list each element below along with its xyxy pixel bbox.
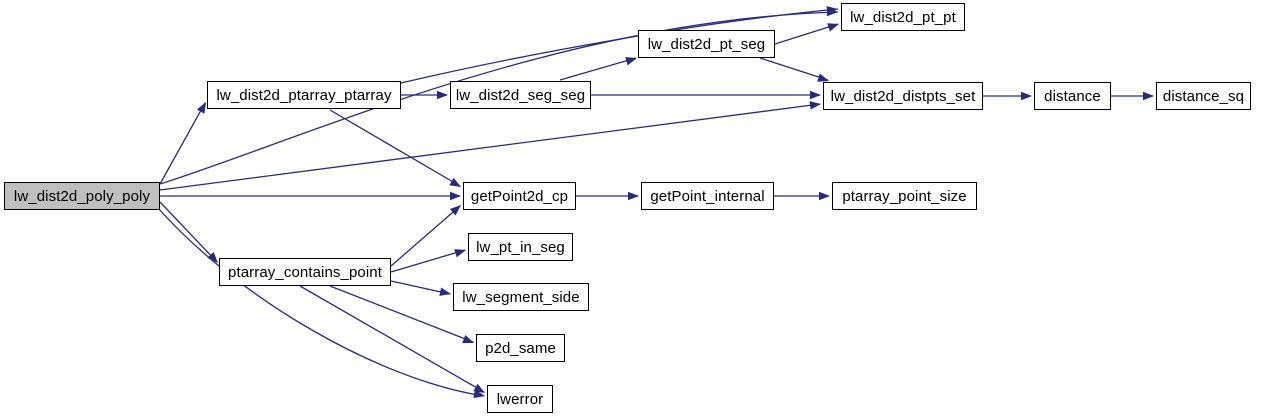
edge-ptarray_contains_point-to-getPoint2d_cp [390, 205, 461, 267]
edge-ptarray_contains_point-to-lwerror [299, 285, 485, 393]
graph-node-lw_dist2d_pt_seg[interactable]: lw_dist2d_pt_seg [638, 30, 775, 58]
arrow-head [809, 101, 821, 110]
arrow-head [827, 23, 839, 32]
node-label: lw_segment_side [462, 288, 580, 306]
graph-node-lw_dist2d_distpts_set[interactable]: lw_dist2d_distpts_set [823, 82, 983, 110]
edge-lw_dist2d_seg_seg-to-lw_dist2d_pt_seg [559, 57, 637, 81]
node-label: ptarray_point_size [842, 187, 967, 205]
edge-lw_dist2d_seg_seg-to-lw_dist2d_distpts_set [591, 90, 821, 100]
edge-lw_dist2d_pt_seg-to-lw_dist2d_pt_pt [774, 23, 839, 45]
arrow-head [1021, 91, 1032, 101]
arrow-head [819, 191, 830, 201]
arrow-head [449, 205, 461, 216]
graph-node-lwerror[interactable]: lwerror [487, 385, 553, 413]
node-label: lw_dist2d_ptarray_ptarray [216, 86, 392, 104]
node-label: lw_dist2d_distpts_set [830, 87, 976, 105]
arrow-head [449, 177, 461, 187]
edge-ptarray_contains_point-to-p2d_same [329, 285, 474, 344]
arrow-head [810, 90, 821, 100]
node-label: lw_dist2d_pt_pt [850, 8, 956, 26]
node-label: getPoint2d_cp [470, 187, 569, 205]
graph-node-lw_dist2d_poly_poly[interactable]: lw_dist2d_poly_poly [4, 182, 160, 210]
edge-distance-to-distance_sq [1111, 91, 1154, 101]
arrow-head [817, 73, 829, 82]
arrow-head [207, 252, 218, 263]
arrow-head [454, 249, 466, 258]
node-label: distance [1044, 87, 1101, 105]
node-label: lw_dist2d_poly_poly [13, 187, 151, 205]
node-label: ptarray_contains_point [228, 263, 382, 281]
graph-node-getPoint2d_cp[interactable]: getPoint2d_cp [463, 182, 576, 210]
edge-lw_dist2d_poly_poly-to-lwerror [157, 207, 485, 399]
graph-node-lw_dist2d_seg_seg[interactable]: lw_dist2d_seg_seg [450, 81, 591, 109]
arrow-head [826, 6, 838, 15]
node-label: distance_sq [1162, 87, 1245, 105]
graph-node-lw_dist2d_ptarray_ptarray[interactable]: lw_dist2d_ptarray_ptarray [207, 81, 401, 109]
edge-getPoint_internal-to-ptarray_point_size [774, 191, 830, 201]
node-label: getPoint_internal [650, 187, 765, 205]
edge-ptarray_contains_point-to-lw_pt_in_seg [390, 249, 466, 273]
arrow-head [625, 57, 637, 66]
edge-lw_dist2d_pt_seg-to-lw_dist2d_distpts_set [759, 57, 829, 82]
arrow-head [473, 383, 485, 393]
edge-getPoint2d_cp-to-getPoint_internal [576, 191, 639, 201]
arrow-head [628, 191, 639, 201]
node-label: lw_dist2d_pt_seg [647, 35, 766, 53]
graph-node-getPoint_internal[interactable]: getPoint_internal [641, 182, 774, 210]
arrow-head [439, 287, 451, 296]
arrow-head [196, 102, 206, 114]
graph-node-distance[interactable]: distance [1034, 82, 1111, 110]
edge-ptarray_contains_point-to-lw_segment_side [390, 280, 451, 296]
arrow-head [462, 335, 474, 344]
edge-lw_dist2d_ptarray_ptarray-to-getPoint2d_cp [329, 109, 461, 187]
graph-node-lw_segment_side[interactable]: lw_segment_side [453, 283, 589, 311]
graph-node-distance_sq[interactable]: distance_sq [1156, 82, 1251, 110]
graph-node-p2d_same[interactable]: p2d_same [476, 334, 565, 362]
node-label: lw_dist2d_seg_seg [455, 86, 586, 104]
arrow-head [1143, 91, 1154, 101]
edge-lw_dist2d_poly_poly-to-lw_dist2d_ptarray_ptarray [159, 102, 206, 185]
edge-lw_dist2d_ptarray_ptarray-to-lw_dist2d_seg_seg [401, 90, 448, 100]
node-label: lwerror [496, 390, 544, 408]
arrow-head [437, 90, 448, 100]
node-label: p2d_same [485, 339, 556, 357]
edge-lw_dist2d_distpts_set-to-distance [983, 91, 1032, 101]
edge-lw_dist2d_poly_poly-to-ptarray_contains_point [159, 201, 218, 263]
graph-node-ptarray_contains_point[interactable]: ptarray_contains_point [219, 258, 391, 286]
arrow-head [450, 191, 461, 201]
node-label: lw_pt_in_seg [476, 238, 565, 256]
graph-node-lw_dist2d_pt_pt[interactable]: lw_dist2d_pt_pt [841, 3, 965, 31]
arrow-head [473, 389, 485, 399]
graph-node-lw_pt_in_seg[interactable]: lw_pt_in_seg [468, 233, 573, 261]
edge-lw_dist2d_poly_poly-to-lw_dist2d_distpts_set [159, 101, 821, 191]
graph-node-ptarray_point_size[interactable]: ptarray_point_size [832, 182, 977, 210]
edge-lw_dist2d_poly_poly-to-getPoint2d_cp [160, 191, 461, 201]
edge-lw_dist2d_ptarray_ptarray-to-lw_dist2d_pt_pt [400, 6, 839, 84]
